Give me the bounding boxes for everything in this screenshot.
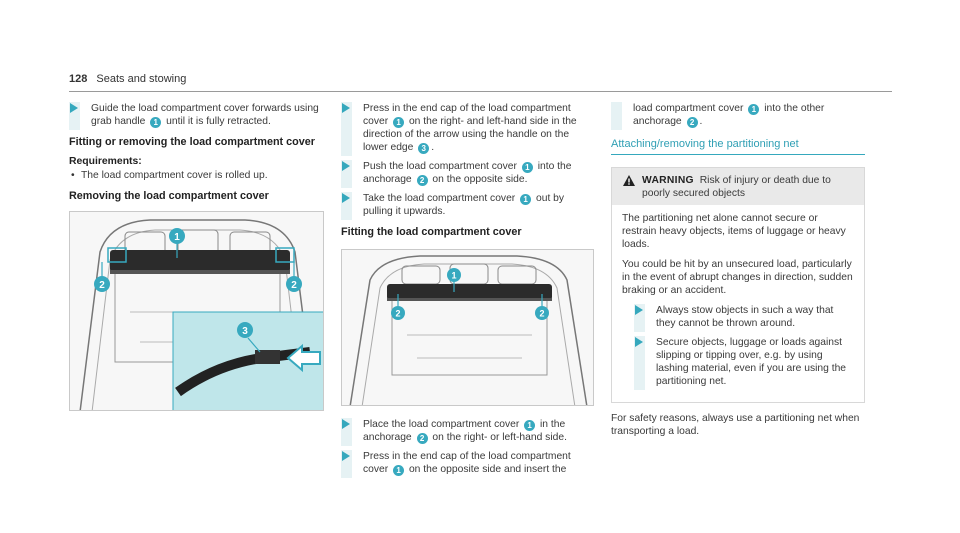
step-arrow-icon	[342, 161, 350, 171]
svg-text:2: 2	[395, 309, 400, 319]
svg-text:1: 1	[451, 271, 456, 281]
column-1: Guide the load compartment cover forward…	[69, 102, 324, 411]
step-arrow-icon	[635, 337, 643, 347]
callout-badge-1: 1	[748, 104, 760, 115]
step-arrow-icon	[342, 419, 350, 429]
step-arrow-icon	[342, 193, 350, 203]
step-continued: load compartment cover 1 into the other …	[611, 102, 865, 130]
warning-paragraph-1: The partitioning net alone cannot secure…	[622, 213, 846, 250]
step-place-cover: Place the load compartment cover 1 in th…	[341, 418, 594, 446]
step-arrow-icon	[342, 103, 350, 113]
heading-fitting: Fitting the load compartment cover	[341, 226, 522, 238]
column-2: Press in the end cap of the load compart…	[341, 102, 594, 482]
warning-header: WARNING Risk of injury or death due to p…	[612, 168, 864, 205]
section-name: Seats and stowing	[96, 73, 187, 85]
section-title-partitioning-net: Attaching/removing the partitioning net	[611, 138, 865, 155]
callout-badge-1: 1	[524, 420, 536, 431]
svg-text:2: 2	[99, 280, 105, 291]
warning-triangle-icon	[623, 175, 635, 186]
warning-heading-text: Risk of injury or death due to poorly se…	[642, 175, 831, 199]
warning-box: WARNING Risk of injury or death due to p…	[611, 167, 865, 403]
warning-step-secure: Secure objects, luggage or loads against…	[634, 336, 854, 390]
cargo-area-illustration-2: 1 2 2	[342, 250, 593, 405]
callout-badge-2: 2	[686, 117, 698, 128]
callout-badge-1: 1	[393, 117, 405, 128]
heading-fitting-removing: Fitting or removing the load compartment…	[69, 136, 315, 148]
callout-badge-2: 2	[416, 433, 428, 444]
step-press-end-cap-opposite: Press in the end cap of the load compart…	[341, 450, 594, 478]
warning-label: WARNING	[642, 175, 694, 186]
header-rule	[69, 91, 892, 92]
svg-text:1: 1	[174, 232, 180, 243]
step-press-end-cap: Press in the end cap of the load compart…	[341, 102, 594, 156]
svg-text:2: 2	[291, 280, 297, 291]
step-arrow-icon	[342, 451, 350, 461]
requirements-label: Requirements:	[69, 156, 142, 167]
figure-removing-cover: 1 2 2 3	[69, 211, 324, 411]
svg-text:2: 2	[539, 309, 544, 319]
callout-badge-1: 1	[521, 162, 533, 173]
callout-badge-3: 3	[418, 143, 430, 154]
page-header: 128 Seats and stowing	[69, 73, 186, 85]
figure-fitting-cover: 1 2 2	[341, 249, 594, 406]
callout-badge-1: 1	[520, 194, 532, 205]
svg-text:3: 3	[242, 326, 248, 337]
callout-badge-1: 1	[393, 465, 405, 476]
step-arrow-icon	[635, 305, 643, 315]
warning-body: The partitioning net alone cannot secure…	[612, 205, 864, 402]
warning-paragraph-2: You could be hit by an unsecured load, p…	[622, 259, 853, 296]
step-push-cover: Push the load compartment cover 1 into t…	[341, 160, 594, 188]
callout-badge-2: 2	[416, 175, 428, 186]
safety-note: For safety reasons, always use a partiti…	[611, 413, 860, 437]
cargo-area-illustration: 1 2 2 3	[70, 212, 323, 410]
callout-badge-1: 1	[150, 117, 162, 128]
page-number: 128	[69, 73, 88, 85]
warning-step-stow: Always stow objects in such a way that t…	[634, 304, 854, 332]
step-guide-cover: Guide the load compartment cover forward…	[69, 102, 324, 130]
step-take-out-cover: Take the load compartment cover 1 out by…	[341, 192, 594, 220]
requirement-item: The load compartment cover is rolled up.	[69, 169, 324, 182]
heading-removing: Removing the load compartment cover	[69, 190, 269, 202]
step-arrow-icon	[70, 103, 78, 113]
column-3: load compartment cover 1 into the other …	[611, 102, 865, 438]
